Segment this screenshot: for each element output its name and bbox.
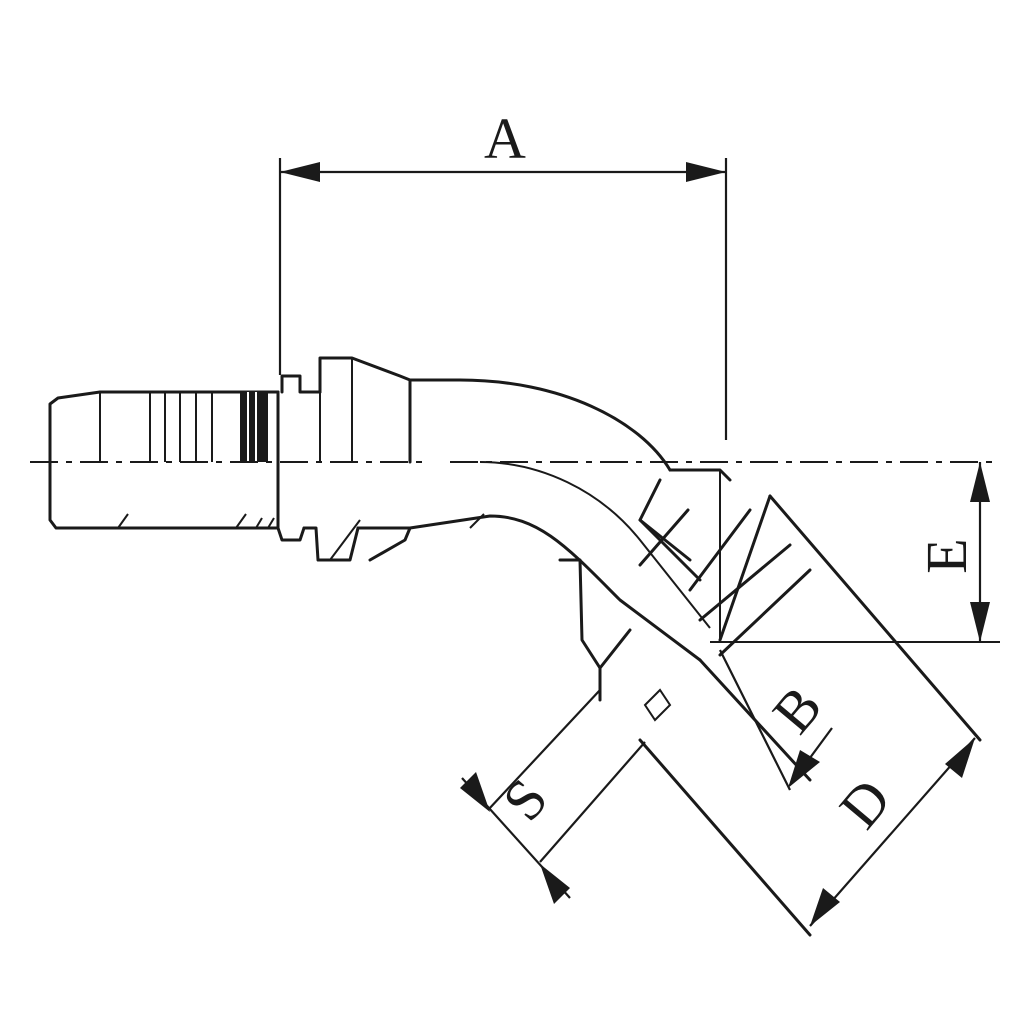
label-s: S <box>490 766 561 832</box>
fitting-socket <box>638 468 982 937</box>
dimension-e: E <box>914 462 990 642</box>
dimension-b: B <box>719 649 835 791</box>
label-a: A <box>484 106 526 171</box>
dimension-s: S <box>460 689 646 904</box>
dimension-a: A <box>278 106 728 440</box>
label-d: D <box>827 767 904 841</box>
label-b: B <box>760 674 835 745</box>
label-e: E <box>914 538 979 573</box>
fitting-bend <box>408 378 711 722</box>
dimension-d: D <box>809 737 976 927</box>
center-lines <box>30 461 1000 643</box>
fitting-straight-end <box>48 356 485 562</box>
knurled-ring <box>240 392 268 462</box>
